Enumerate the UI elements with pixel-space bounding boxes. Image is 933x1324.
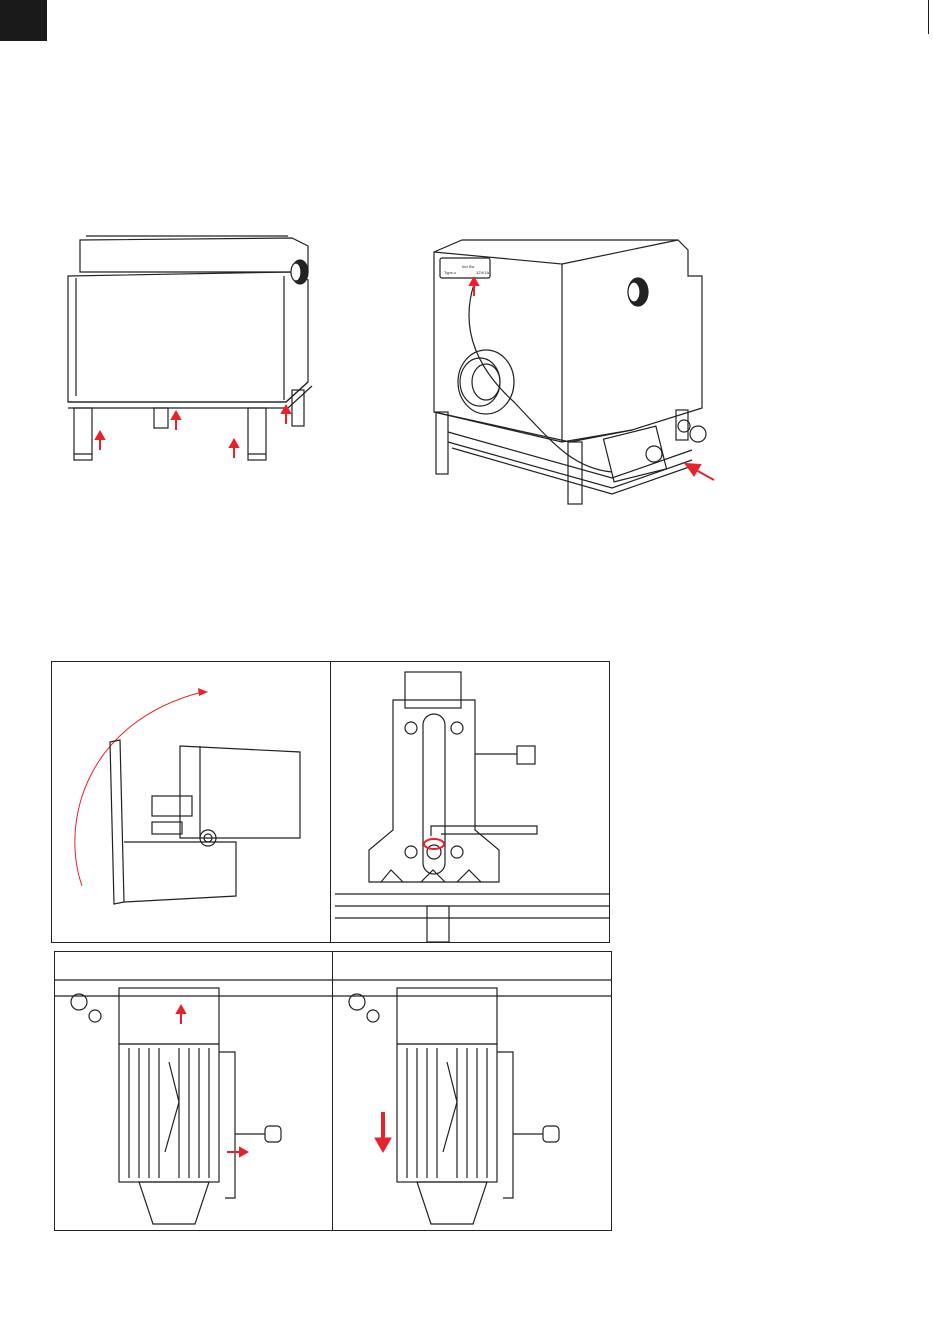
panel-head-release <box>54 951 334 1231</box>
head-release-drawing <box>55 952 333 1230</box>
slot-adjust-drawing <box>331 662 609 942</box>
red-arrows <box>470 278 714 480</box>
enclosure-front-drawing <box>62 232 322 472</box>
port-label-ind-sw: Ind Sw <box>462 264 474 269</box>
crop-mark <box>928 0 929 34</box>
panel-slot-adjust <box>330 661 610 943</box>
red-arrows <box>375 1112 391 1152</box>
corner-tab <box>0 0 47 41</box>
rear-port-labels: Type-c Ind Sw 12V/1A <box>444 264 489 275</box>
turn-indicator <box>424 839 444 849</box>
port-label-type-c: Type-c <box>444 270 456 275</box>
rotation-arc <box>75 692 202 886</box>
enclosure-rear-figure: Type-c Ind Sw 12V/1A <box>422 232 722 512</box>
enclosure-rear-drawing: Type-c Ind Sw 12V/1A <box>422 232 722 512</box>
head-lower-drawing <box>333 952 611 1230</box>
laser-tilt-drawing <box>52 662 332 942</box>
panel-head-lower <box>332 951 612 1231</box>
panel-laser-tilt <box>51 661 333 943</box>
red-arrows <box>96 406 290 458</box>
port-label-12v: 12V/1A <box>476 270 489 275</box>
enclosure-front-figure <box>62 232 322 472</box>
